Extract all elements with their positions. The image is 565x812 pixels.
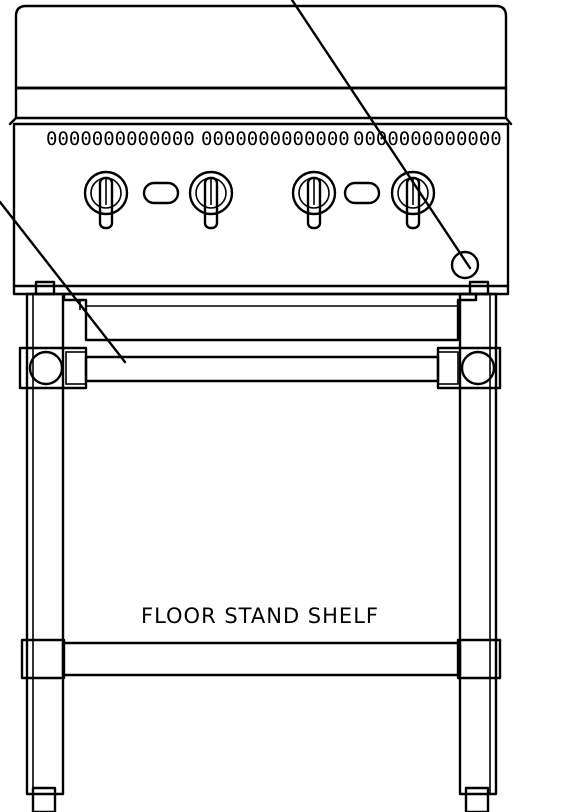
shelf-bracket-right [456,638,502,680]
leader-line-left [0,200,127,364]
bracket-right-bolt [460,350,496,386]
knob-1[interactable] [83,170,129,230]
shelf-bracket-left [20,638,66,680]
bracket-left-inner [65,351,87,385]
bracket-left-bolt [28,350,64,386]
knob-slot-left [142,181,180,205]
leg-left [25,292,65,796]
knob-2[interactable] [188,170,234,230]
panel-foot-right [468,280,490,296]
lid-side-left [8,116,18,126]
vent-row-left: 0000000000000 [46,128,195,150]
leader-line-top [290,0,472,270]
vent-row-middle: 0000000000000 [201,128,350,150]
leg-right [458,292,498,796]
vent-row-right: 0000000000000 [353,128,502,150]
crossbar-top [84,355,440,383]
foot-left [31,786,57,812]
drip-tray [62,292,478,342]
foot-right [464,786,490,812]
bracket-right-inner [437,351,459,385]
lid-back-panel [14,86,508,120]
knob-slot-right [343,181,381,205]
floor-stand-shelf [61,641,462,677]
panel-foot-left [34,280,56,296]
pilot-indicator [450,250,480,280]
knob-4[interactable] [390,170,436,230]
lid-side-right [504,116,513,126]
shelf-label: FLOOR STAND SHELF [141,604,379,628]
appliance-lid [14,4,508,90]
knob-3[interactable] [291,170,337,230]
